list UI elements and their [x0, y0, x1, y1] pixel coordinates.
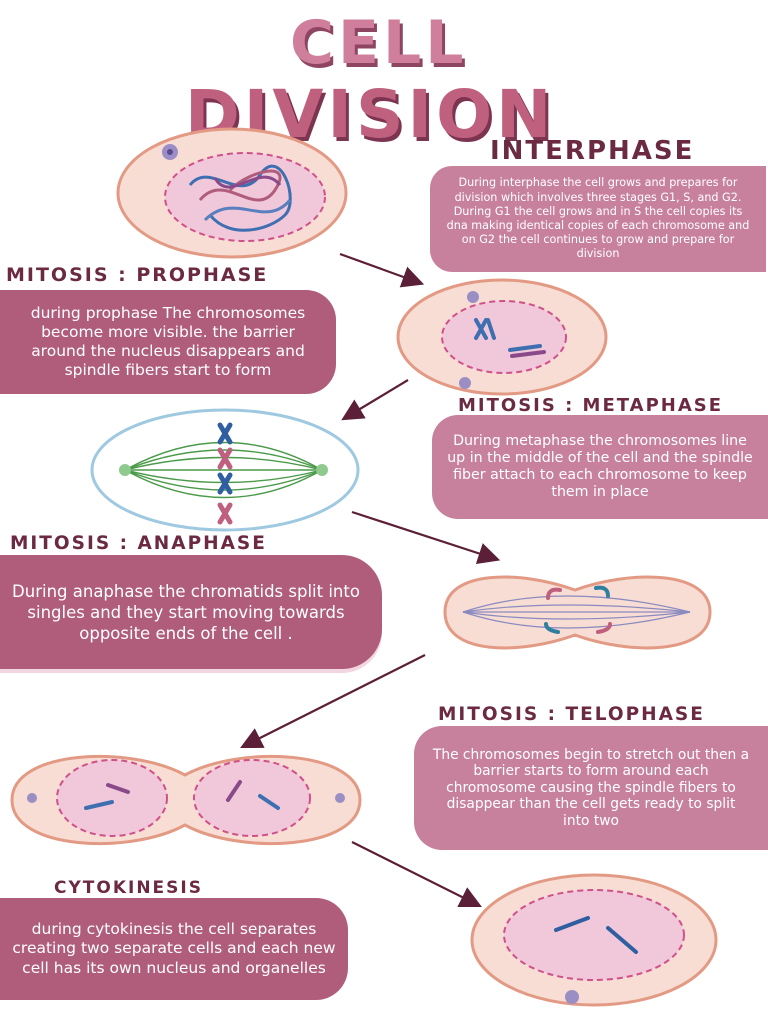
- centrosome-icon: [119, 464, 131, 476]
- centrosome-icon: [335, 793, 345, 803]
- arrow-metaphase-to-anaphase: [351, 510, 501, 564]
- metaphase-heading: MITOSIS : METAPHASE: [458, 395, 724, 416]
- interphase-heading: INTERPHASE: [490, 136, 695, 166]
- interphase-cell: [116, 127, 348, 259]
- prophase-heading: MITOSIS : PROPHASE: [6, 264, 269, 286]
- telophase-description: The chromosomes begin to stretch out the…: [414, 726, 768, 850]
- telophase-cell: [10, 755, 362, 845]
- chromatin-tangle: [188, 164, 292, 232]
- cytokinesis-cell: [470, 873, 718, 1007]
- interphase-description: During interphase the cell grows and pre…: [430, 166, 766, 272]
- spindle-fibers: [462, 595, 691, 629]
- anaphase-text: During anaphase the chromatids split int…: [12, 581, 360, 643]
- metaphase-text: During metaphase the chromosomes line up…: [447, 432, 753, 501]
- arrow-anaphase-to-telophase: [240, 654, 426, 748]
- metaphase-description: During metaphase the chromosomes line up…: [432, 415, 768, 519]
- metaphase-cell: [90, 408, 360, 532]
- arrow-telophase-to-cytokinesis: [351, 841, 482, 907]
- anaphase-cell: [443, 575, 712, 650]
- chromosomes: [554, 916, 638, 954]
- telophase-heading: MITOSIS : TELOPHASE: [438, 704, 705, 725]
- telophase-text: The chromosomes begin to stretch out the…: [432, 746, 750, 829]
- interphase-text: During interphase the cell grows and pre…: [446, 176, 750, 261]
- centrosome-icon: [162, 144, 178, 160]
- prophase-description: during prophase The chromosomes become m…: [0, 290, 336, 394]
- anaphase-heading: MITOSIS : ANAPHASE: [10, 533, 267, 554]
- prophase-text: during prophase The chromosomes become m…: [30, 304, 306, 379]
- chromosome-pair-icon: [474, 318, 546, 358]
- centrosome-icon: [467, 291, 479, 303]
- title-line-cell: CELL: [290, 8, 468, 78]
- centrosome-icon: [459, 377, 471, 389]
- chromosomes: [84, 780, 280, 810]
- centrosome-icon: [316, 464, 328, 476]
- arrow-prophase-to-metaphase: [341, 379, 409, 421]
- cytokinesis-text: during cytokinesis the cell separates cr…: [12, 919, 336, 977]
- aligned-chromosomes: [217, 422, 233, 525]
- arrow-interphase-to-prophase: [339, 252, 425, 288]
- arrows: [240, 252, 501, 907]
- cytokinesis-heading: CYTOKINESIS: [54, 878, 203, 898]
- centrosome-icon: [565, 990, 579, 1004]
- prophase-cell: [396, 278, 608, 396]
- anaphase-description: During anaphase the chromatids split int…: [0, 555, 382, 669]
- separating-chromatids: [544, 585, 612, 634]
- centrosome-icon: [27, 793, 37, 803]
- cytokinesis-description: during cytokinesis the cell separates cr…: [0, 898, 348, 1000]
